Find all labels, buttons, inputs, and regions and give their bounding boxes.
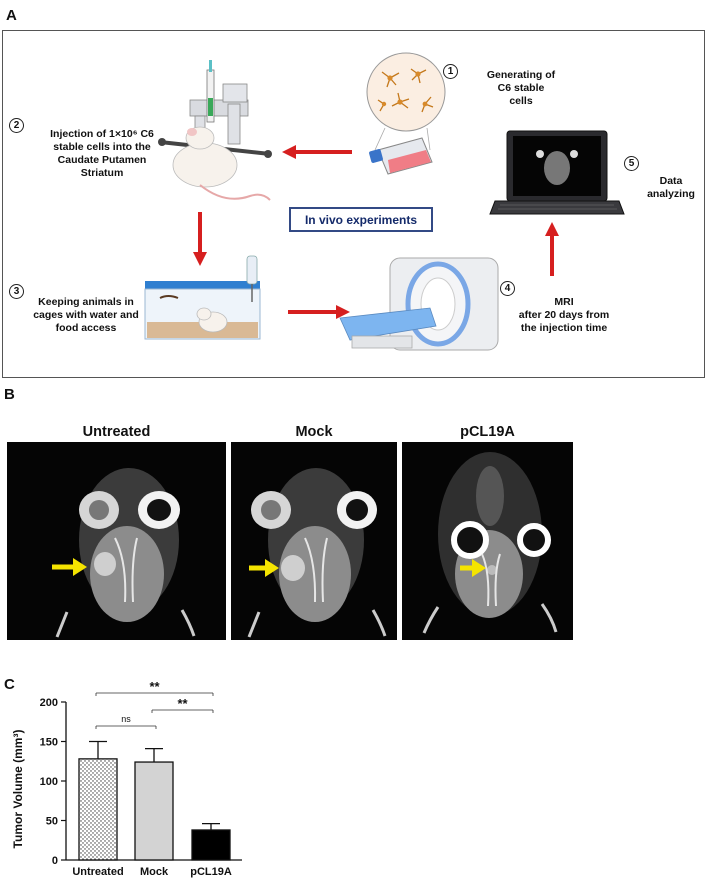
y-axis-label: Tumor Volume (mm³) [11, 730, 25, 849]
y-tick-label: 150 [40, 737, 58, 749]
tumor-volume-chart: Tumor Volume (mm³) 0 50 100 150 200 Untreate… [11, 680, 242, 878]
mri-image-untreated [7, 442, 226, 640]
significance-label: ** [177, 696, 188, 711]
x-tick-label: Untreated [72, 866, 123, 878]
step-1-label: Generating of C6 stable cells [486, 69, 556, 107]
bar-untreated [78, 758, 118, 861]
y-tick-label: 0 [52, 855, 58, 867]
step-5-label: Data analyzing [647, 175, 695, 200]
y-tick-label: 200 [40, 697, 58, 709]
step-2-label: Injection of 1×10⁶ C6 stable cells into … [50, 128, 154, 179]
step-4-number: 4 [500, 281, 515, 296]
panel-c-letter: C [4, 676, 15, 693]
y-tick-label: 100 [40, 776, 58, 788]
mri-title-pcl19a: pCL19A [460, 424, 515, 440]
significance-label: ** [149, 680, 160, 694]
y-tick-label: 50 [46, 816, 58, 828]
step-4-label: MRI after 20 days from the injection tim… [518, 296, 610, 334]
significance-markers: ns ** ** [95, 680, 214, 729]
step-3-label: Keeping animals in cages with water and … [33, 296, 139, 334]
step-3-number: 3 [9, 284, 24, 299]
panel-b-letter: B [4, 386, 15, 403]
significance-label: ns [121, 714, 131, 724]
panel-a-letter: A [6, 7, 17, 24]
laptop-icon [489, 130, 625, 215]
stable-cells-icon [366, 52, 446, 151]
step-2-number: 2 [9, 118, 24, 133]
mri-title-mock: Mock [295, 424, 333, 440]
mri-image-pcl19a [402, 442, 573, 640]
chart-bars: Untreated Mock pCL19A [72, 740, 232, 878]
mri-title-untreated: Untreated [82, 424, 151, 440]
workflow-illustrations [144, 52, 625, 351]
step-1-number: 1 [443, 64, 458, 79]
animal-cage-icon [144, 255, 261, 340]
bar-mock [134, 761, 174, 861]
step-5-number: 5 [624, 156, 639, 171]
mri-image-mock [231, 442, 397, 640]
workflow-panel [2, 30, 705, 378]
x-tick-label: Mock [140, 866, 169, 878]
stereotaxic-injection-icon [158, 60, 272, 201]
bar-pcl19a [191, 829, 231, 861]
mri-scanner-icon [339, 257, 499, 351]
in-vivo-experiments-label: In vivo experiments [289, 207, 433, 232]
x-tick-label: pCL19A [190, 866, 232, 878]
culture-flask-icon [369, 137, 433, 175]
workflow-arrows [193, 145, 559, 319]
